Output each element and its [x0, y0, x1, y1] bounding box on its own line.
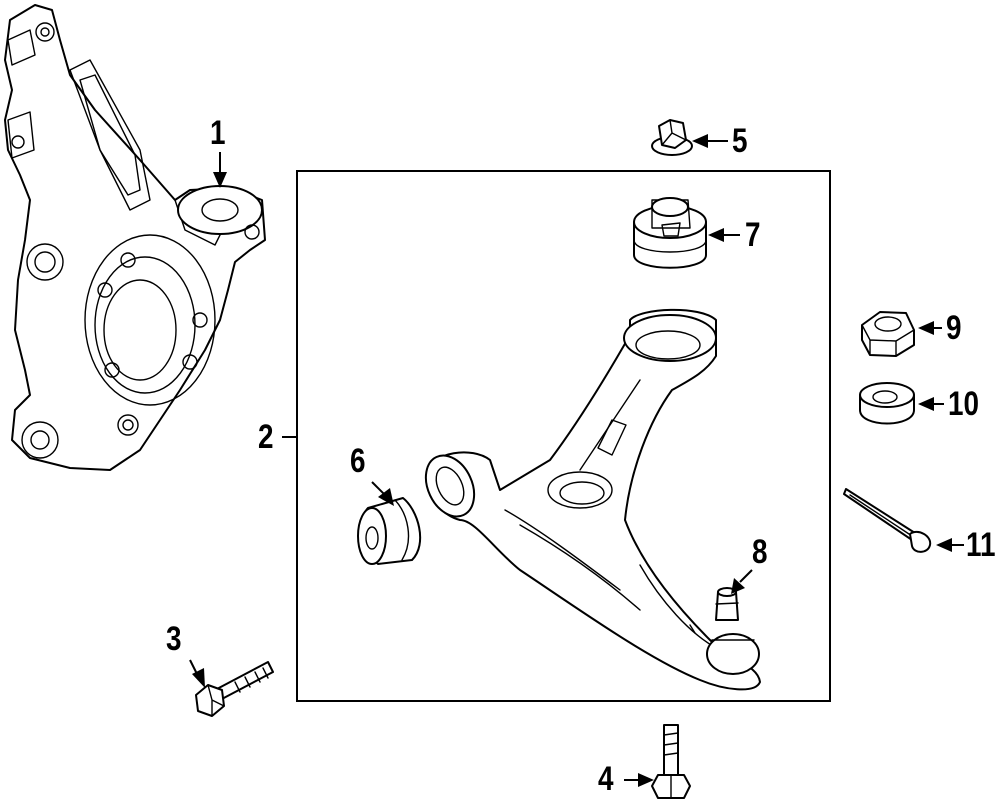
nut-9-part[interactable] — [861, 311, 915, 357]
callout-11: 11 — [966, 526, 996, 564]
callout-1: 1 — [210, 114, 226, 152]
bolt-4-part[interactable] — [651, 724, 691, 799]
callout-4: 4 — [598, 760, 614, 798]
callout-5: 5 — [732, 122, 748, 160]
cotter-pin-11-part[interactable] — [843, 488, 932, 553]
callout-9: 9 — [946, 309, 962, 347]
control-arm-part[interactable] — [417, 308, 761, 691]
nut-5-part[interactable] — [651, 119, 693, 156]
bolt-3-part[interactable] — [195, 661, 274, 717]
bushing-6-part[interactable] — [357, 497, 422, 565]
steering-knuckle-part[interactable] — [4, 4, 266, 471]
callout-3: 3 — [166, 620, 182, 658]
callout-10: 10 — [948, 385, 980, 423]
callout-8: 8 — [752, 533, 768, 571]
callout-6: 6 — [350, 442, 366, 480]
leader-lines — [189, 134, 964, 787]
bushing-7-part[interactable] — [633, 197, 707, 269]
callout-2: 2 — [258, 418, 274, 456]
callout-7: 7 — [745, 216, 761, 254]
washer-10-part[interactable] — [859, 382, 915, 425]
